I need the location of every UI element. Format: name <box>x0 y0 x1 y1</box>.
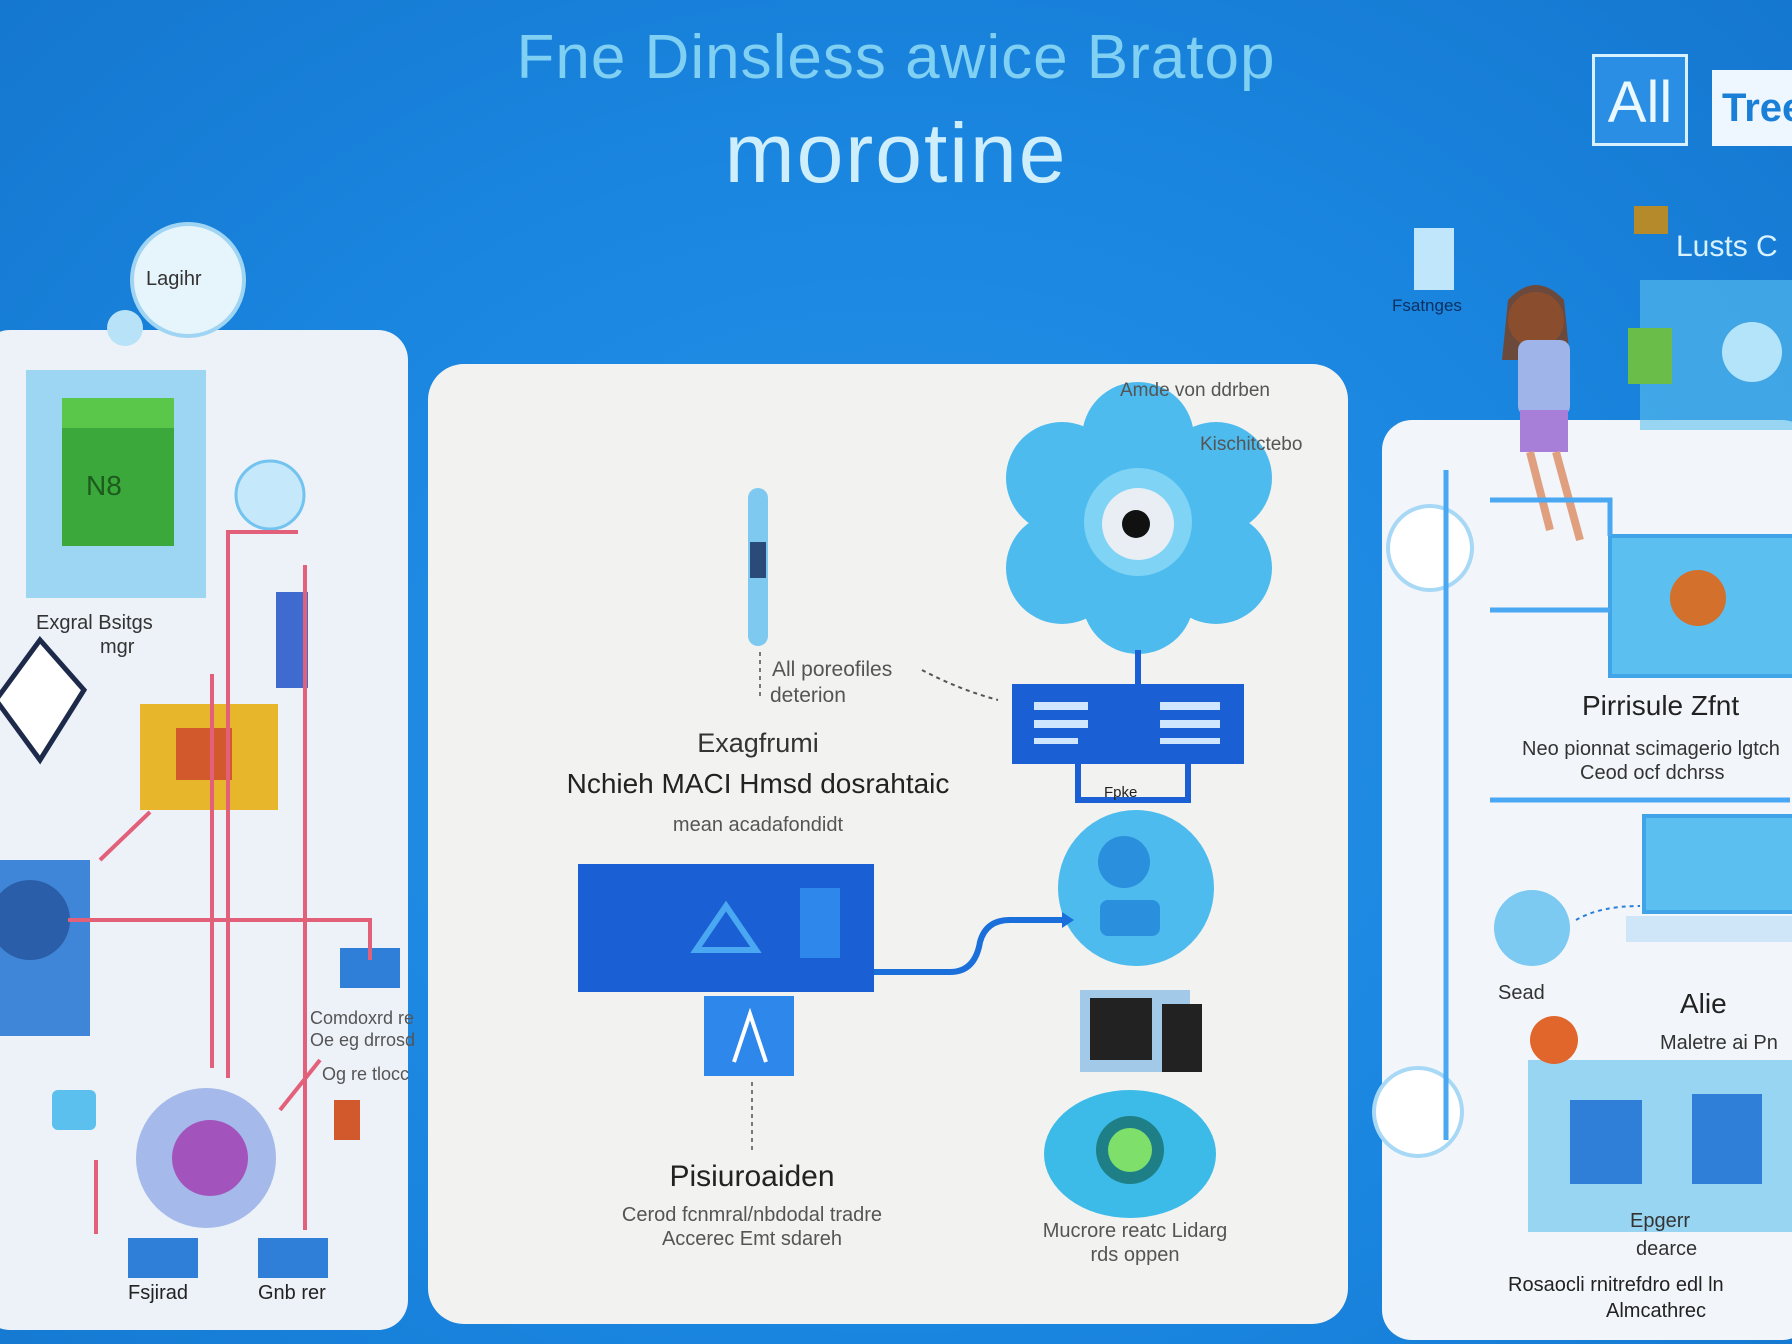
connector-lines <box>68 530 372 1234</box>
bottle-icon <box>334 1100 360 1140</box>
cat-icon <box>1530 1016 1578 1064</box>
computer-icon <box>1642 814 1792 914</box>
feature-label: Fsatnges <box>1392 296 1462 315</box>
right-connectors <box>1443 470 1790 1140</box>
document-icon <box>1414 228 1454 290</box>
user-circle-icon <box>1058 810 1214 966</box>
monitor-icon-2 <box>258 1238 328 1278</box>
right-desc-1: Neo pionnat scimagerio lgtch <box>1522 738 1780 760</box>
center-subheading: Nchieh MACI Hmsd dosrahtaic <box>566 768 950 799</box>
flower-icon <box>1006 382 1272 654</box>
device-icon <box>276 592 308 688</box>
page-title: Fne Dinsless awice Bratop <box>516 23 1276 92</box>
gear-badge-icon <box>1372 1066 1464 1158</box>
label-b: Comdoxrd re <box>310 1008 415 1028</box>
globe-icon <box>0 636 88 765</box>
label-sead: Sead <box>1498 982 1545 1004</box>
monitor-icon <box>128 1238 198 1278</box>
block-label: N8 <box>86 470 122 501</box>
right-foot-1: Rosaocli rnitrefdro edl ln <box>1508 1274 1724 1296</box>
all-button[interactable]: All <box>1592 54 1688 146</box>
label-dearce: dearce <box>1636 1238 1698 1260</box>
label-alie: Alie <box>1680 988 1727 1019</box>
right-title: Pirrisule Zfnt <box>1582 690 1740 721</box>
bottom-desc-2: Accerec Emt sdareh <box>661 1228 843 1250</box>
annotation: All poreofiles <box>772 658 893 681</box>
device-icon-3 <box>1692 1094 1762 1184</box>
bubble-label: Lagihr <box>146 268 202 290</box>
bottom-title: Pisiuroaiden <box>669 1160 835 1193</box>
head-icon <box>0 880 70 960</box>
tree-button[interactable]: Tree <box>1712 70 1792 146</box>
page-subtitle: morotine <box>724 106 1068 200</box>
bubble-dot-icon <box>107 310 143 346</box>
right-desc-2: Ceod ocf dchrss <box>1580 762 1725 784</box>
bottom-desc-1: Cerod fcnmral/nbdodal tradre <box>621 1204 883 1226</box>
right-bottom-label-2: rds oppen <box>1090 1244 1180 1266</box>
label-epgerr: Epgerr <box>1630 1210 1691 1232</box>
label-b2: Oe eg drrosd <box>310 1030 416 1050</box>
pin-icon <box>1386 504 1474 592</box>
robot-icon <box>1634 206 1668 234</box>
top-right-annotation: Amde von ddrben <box>1120 380 1270 401</box>
right-foot-2: Almcathrec <box>1606 1300 1707 1322</box>
foot-right: Gnb rer <box>258 1282 326 1304</box>
box-icon <box>176 728 232 780</box>
top-right-label: Lusts C <box>1676 230 1778 263</box>
label-b3: Og re tlocc <box>322 1064 410 1084</box>
speech-bubble-icon <box>130 222 246 338</box>
center-caption: mean acadafondidt <box>672 814 844 836</box>
green-card-icon <box>1628 328 1672 384</box>
left-graphics <box>0 222 400 1278</box>
label-maletre: Maletre ai Pn <box>1660 1032 1778 1054</box>
center-graphics <box>578 382 1272 1218</box>
woman-body-icon <box>1518 340 1570 416</box>
device-icon-2 <box>1570 1100 1642 1184</box>
label-a2: mgr <box>100 636 135 658</box>
center-heading: Exagfrumi <box>697 728 819 758</box>
right-bottom-label: Mucrore reatc Lidarg <box>1042 1220 1228 1242</box>
brain-icon <box>234 459 306 531</box>
label-a: Exgral Bsitgs <box>36 612 153 634</box>
chat-icon <box>52 1090 96 1130</box>
easel-icon <box>704 996 794 1076</box>
top-right-annotation-2: Kischitctebo <box>1200 434 1303 455</box>
card-circle-icon <box>1494 890 1570 966</box>
box-label: Fpke <box>1104 784 1138 801</box>
keyboard-icon <box>1626 916 1792 942</box>
foot-left: Fsjirad <box>128 1282 189 1304</box>
swirl-icon <box>1722 322 1782 382</box>
right-graphics <box>1372 206 1792 1232</box>
annotation-2: deterion <box>770 684 846 707</box>
